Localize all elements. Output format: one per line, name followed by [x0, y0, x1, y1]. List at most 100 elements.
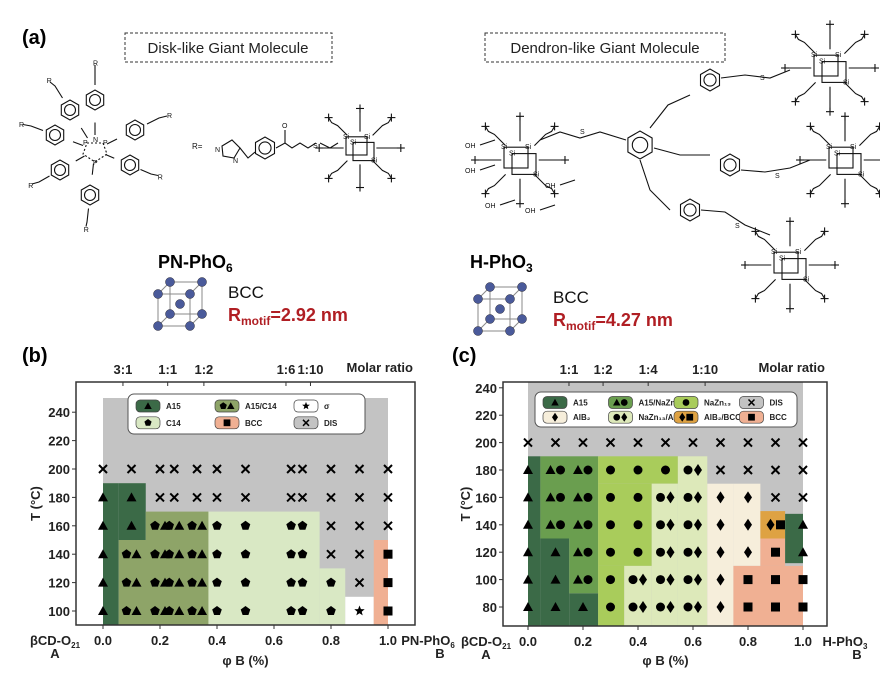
- cross-marker: [383, 492, 393, 503]
- data-point-a15c14: [121, 577, 142, 587]
- diamond-marker: [766, 518, 775, 531]
- cage-face: [828, 146, 854, 169]
- lattice-atom: [165, 309, 175, 319]
- x-tick-label: 0.2: [574, 634, 592, 649]
- triangle-marker: [227, 402, 235, 409]
- pentagon-marker: [187, 549, 197, 559]
- bond: [559, 179, 576, 186]
- data-point-dis: [660, 437, 671, 448]
- data-point-dis: [383, 464, 393, 474]
- cage-face: [352, 141, 375, 162]
- data-point-c14: [326, 577, 336, 587]
- dendron-title-box: [484, 32, 726, 63]
- y-tick-label: 240: [48, 405, 70, 420]
- legend-label: C14: [166, 419, 181, 428]
- circle-marker: [583, 575, 593, 585]
- phase-region-nal: [624, 565, 652, 626]
- benzene-ring: [85, 89, 105, 111]
- cross-marker: [155, 492, 165, 503]
- triangle-marker: [551, 398, 559, 406]
- bond: [484, 174, 506, 194]
- atom-label: Si: [779, 256, 786, 263]
- legend-box: [127, 393, 366, 435]
- cross-marker: [747, 398, 756, 407]
- pentagon-marker: [240, 577, 251, 587]
- phase-region-an: [569, 538, 599, 594]
- y-axis-title: T (°C): [458, 487, 473, 522]
- data-point-a15: [523, 602, 533, 611]
- bond: [80, 127, 88, 139]
- molar-ratio-label: 1:1: [158, 362, 177, 377]
- circle-marker: [606, 547, 615, 557]
- y-tick-label: 160: [48, 519, 70, 534]
- phase-region-nal: [651, 483, 678, 626]
- pentagon-marker: [187, 606, 197, 615]
- triangle-marker: [197, 577, 208, 587]
- cross-marker: [326, 464, 336, 474]
- square-marker: [383, 606, 393, 616]
- dendron-r-motif: Rmotif=4.27 nm: [553, 310, 673, 333]
- y-tick-label: 120: [475, 545, 497, 560]
- aromatic-ring: [88, 93, 102, 107]
- data-point-bcc: [743, 602, 753, 612]
- right-end-letter: B: [852, 647, 861, 662]
- data-point-a15: [550, 574, 561, 584]
- phosphazene-ring: [82, 142, 108, 163]
- pentagon-marker: [121, 606, 132, 615]
- benzene-ring: [45, 124, 65, 146]
- diamond-marker: [694, 601, 702, 613]
- diamond-marker: [639, 601, 647, 613]
- data-point-a15c14: [121, 549, 142, 559]
- triangle-marker: [197, 606, 208, 615]
- data-point-nal: [656, 573, 675, 586]
- cage-face: [813, 54, 839, 77]
- phase-region-a15: [528, 456, 541, 626]
- data-point-c14: [240, 577, 251, 587]
- cross-marker: [523, 437, 533, 448]
- data-point-a15: [523, 547, 533, 557]
- diamond-marker: [666, 518, 675, 531]
- pentagon-marker: [212, 520, 222, 530]
- square-marker: [771, 547, 780, 557]
- bond: [31, 175, 50, 185]
- molar-ratio-label: 1:2: [194, 362, 213, 377]
- square-marker: [748, 413, 755, 421]
- triangle-marker: [523, 492, 533, 502]
- cross-marker: [578, 437, 588, 448]
- pentagon-marker: [187, 577, 197, 587]
- cross-marker: [286, 492, 296, 503]
- y-tick-label: 200: [475, 436, 497, 451]
- data-point-dis: [743, 437, 753, 448]
- cross-marker: [354, 492, 365, 503]
- lattice-atom: [185, 321, 195, 331]
- bond: [539, 204, 556, 211]
- triangle-marker: [550, 547, 561, 557]
- circle-marker: [683, 492, 693, 502]
- cage-face: [781, 258, 807, 280]
- pentagon-marker: [121, 577, 132, 587]
- data-point-al: [716, 518, 725, 531]
- diamond-marker: [552, 412, 558, 422]
- data-point-dis: [192, 464, 202, 474]
- circle-marker: [633, 520, 643, 530]
- data-point-an: [573, 574, 593, 585]
- disk-phase: BCC: [228, 283, 264, 302]
- data-point-dis: [297, 464, 308, 474]
- diamond-marker: [621, 412, 628, 422]
- triangle-marker: [523, 547, 533, 557]
- triangle-marker: [798, 519, 808, 529]
- plot-frame: [75, 381, 416, 626]
- data-point-a15: [126, 520, 137, 530]
- circle-marker: [633, 465, 643, 475]
- data-point-c14: [297, 606, 308, 615]
- cross-marker: [192, 464, 202, 474]
- benzene-ring: [125, 119, 145, 141]
- data-point-c14: [297, 549, 308, 559]
- legend-item-a15: A15: [542, 396, 588, 409]
- cross-marker: [155, 464, 165, 474]
- diamond-marker: [666, 546, 675, 559]
- data-point-bcc: [383, 578, 393, 588]
- legend-label: DIS: [324, 419, 338, 428]
- data-point-c14: [212, 549, 222, 559]
